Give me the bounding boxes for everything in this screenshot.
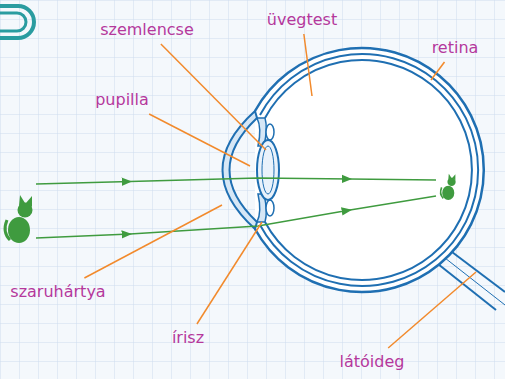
light-ray [36, 234, 130, 238]
part-label: látóideg [340, 352, 405, 372]
leader-line [84, 205, 222, 278]
lens [262, 146, 274, 194]
light-ray [350, 179, 436, 180]
paper-clip [0, 6, 34, 38]
light-ray [350, 196, 436, 210]
leader-line [197, 222, 262, 324]
ciliary-body [266, 124, 274, 140]
leader-line [304, 34, 312, 96]
light-ray [36, 182, 130, 185]
cornea [223, 111, 258, 229]
cat-image [441, 174, 456, 200]
leader-line [161, 44, 266, 150]
part-label: pupilla [95, 90, 149, 110]
lens [257, 140, 279, 200]
part-label: szemlencse [100, 20, 194, 40]
light-ray [130, 178, 350, 182]
optic-nerve [445, 258, 505, 305]
part-label: retina [432, 38, 479, 58]
choroid [260, 54, 478, 286]
cat-object [5, 195, 32, 243]
leader-line [431, 62, 445, 80]
retina-layer [265, 60, 472, 280]
leader-line [388, 272, 476, 348]
part-label: üvegtest [267, 10, 337, 30]
optic-nerve [438, 264, 496, 310]
light-ray [130, 210, 350, 234]
part-label: szaruhártya [10, 282, 105, 302]
ciliary-body [266, 200, 274, 216]
leader-line [149, 114, 250, 166]
part-label: írisz [172, 328, 204, 348]
paper-clip [0, 13, 26, 31]
sclera [255, 48, 484, 292]
